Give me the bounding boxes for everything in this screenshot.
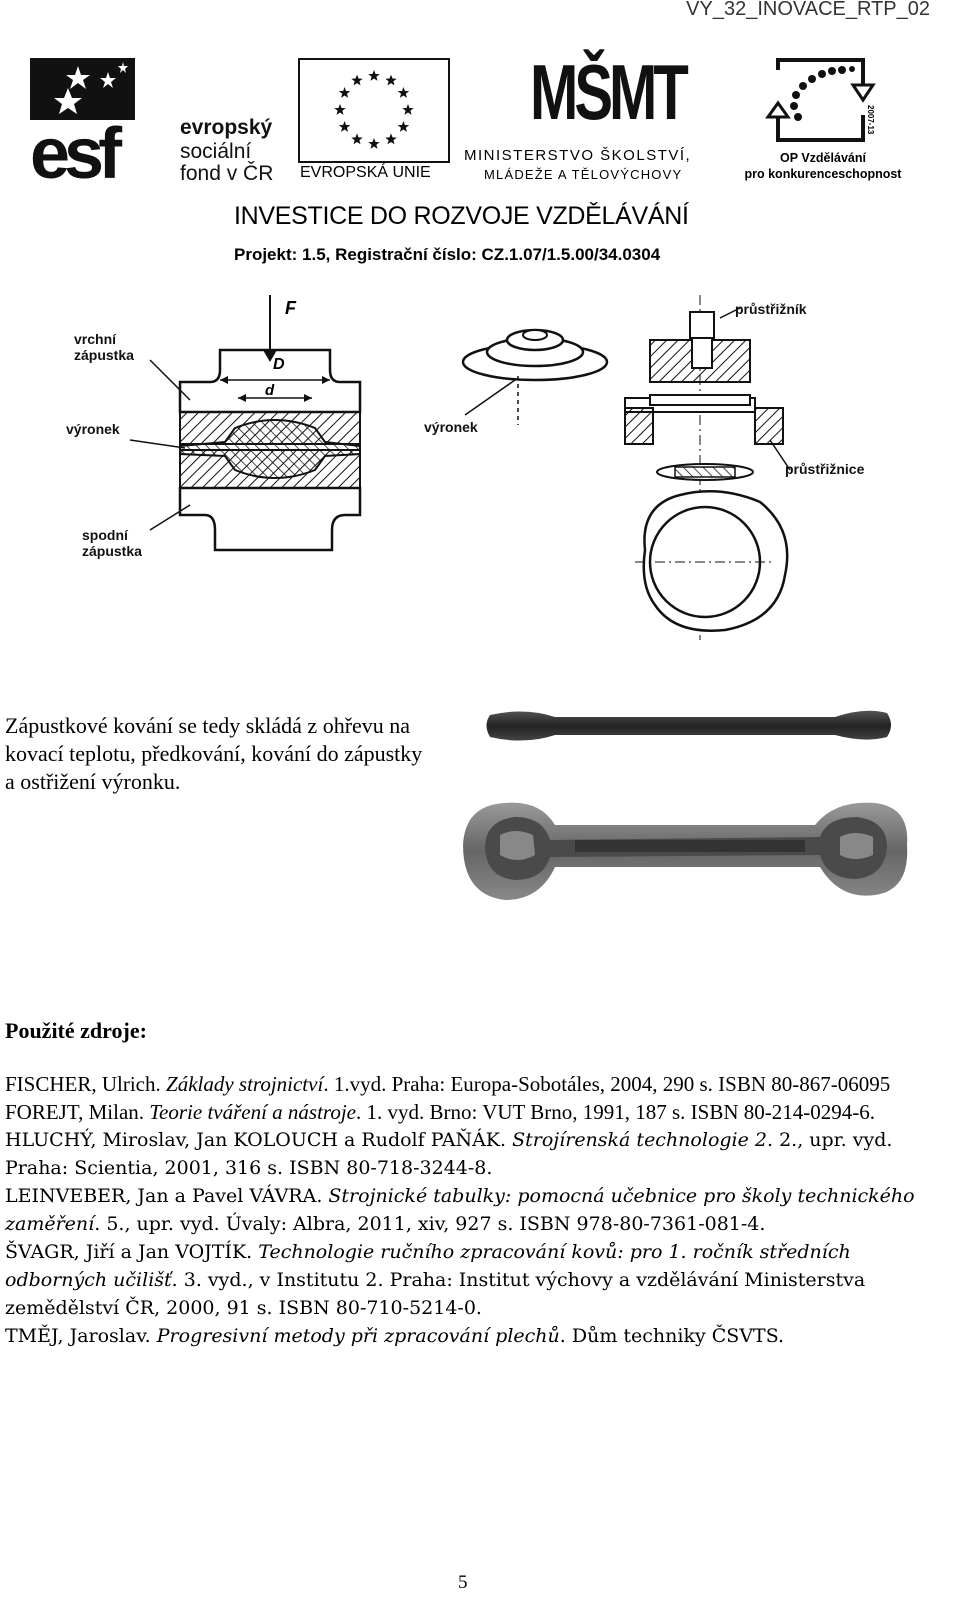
esf-logo-graphic: esf (30, 58, 135, 194)
eu-star-icon (385, 133, 397, 145)
wrench-photo-svg (463, 710, 908, 900)
references-list: FISCHER, Ulrich. Základy strojnictví. 1.… (5, 1070, 940, 1350)
label-trimming-punch: průstřižník (735, 301, 807, 317)
eu-star-icon (351, 74, 363, 86)
op-years: 2007-13 (866, 105, 875, 135)
esf-line-1: evropský (180, 116, 273, 139)
sources-heading: Použité zdroje: (5, 1018, 147, 1043)
forging-diagram-svg (129, 295, 791, 640)
eu-star-icon (402, 104, 414, 115)
esf-logo: esf evropský sociální fond v ČR (30, 58, 300, 194)
eu-star-icon (338, 121, 351, 132)
reference-item: FOREJT, Milan. Teorie tváření a nástroje… (5, 1100, 875, 1124)
dimension-D: D (273, 356, 285, 373)
op-line-1: OP Vzdělávání (780, 151, 866, 165)
esf-line-2: sociální (180, 140, 252, 163)
op-logo-graphic (765, 58, 876, 142)
label-lower-die-1: spodní (82, 527, 128, 543)
label-upper-die-1: vrchní (74, 331, 117, 347)
dimension-d: d (265, 382, 275, 399)
esf-line-3: fond v ČR (180, 162, 274, 185)
msmt-line-2: MLÁDEŽE A TĚLOVÝCHOVY (484, 167, 683, 182)
eu-flag-icon (298, 58, 450, 163)
msmt-logo: MŠMT MINISTERSTVO ŠKOLSTVÍ, MLÁDEŽE A TĚ… (462, 48, 732, 185)
eu-star-icon (338, 87, 351, 98)
project-registration: Projekt: 1.5, Registrační číslo: CZ.1.07… (234, 245, 661, 264)
reference-item: FISCHER, Ulrich. Základy strojnictví. 1.… (5, 1072, 891, 1096)
reference-item: ŠVAGR, Jiří a Jan VOJTÍK. Technologie ru… (5, 1241, 866, 1319)
investice-heading: INVESTICE DO ROZVOJE VZDĚLÁVÁNÍ (234, 202, 689, 230)
label-flash-left: výronek (66, 421, 120, 437)
reference-item: LEINVEBER, Jan a Pavel VÁVRA. Strojnické… (5, 1185, 915, 1235)
eu-star-icon (368, 70, 380, 81)
eu-star-icon (351, 133, 363, 145)
msmt-line-1: MINISTERSTVO ŠKOLSTVÍ, (464, 147, 692, 164)
label-upper-die-2: zápustka (74, 347, 134, 363)
eu-label: EVROPSKÁ UNIE (300, 164, 431, 181)
process-paragraph: Zápustkové kování se tedy skládá z ohřev… (5, 713, 423, 794)
msmt-letters: MŠMT (530, 48, 689, 137)
esf-letters: esf (30, 114, 123, 183)
op-logo: 2007-13 OP Vzdělávání pro konkurencescho… (738, 55, 908, 185)
eu-star-icon (334, 104, 346, 115)
label-lower-die-2: zápustka (82, 543, 142, 559)
label-trimming-die: průstřižnice (785, 461, 865, 477)
reference-item: HLUCHÝ, Miroslav, Jan KOLOUCH a Rudolf P… (5, 1129, 893, 1179)
reference-item: TMĚJ, Jaroslav. Progresivní metody při z… (5, 1325, 785, 1347)
eu-logo: EVROPSKÁ UNIE (298, 58, 453, 186)
op-line-2: pro konkurenceschopnost (744, 167, 902, 181)
label-flash-middle: výronek (424, 419, 478, 435)
eu-star-icon (368, 138, 380, 149)
eu-star-icon (397, 87, 410, 98)
document-code: VY_32_INOVACE_RTP_02 (686, 0, 930, 20)
eu-star-icon (397, 121, 410, 132)
page-number: 5 (458, 1572, 468, 1593)
wrench-photo (455, 695, 915, 925)
forging-diagram: F D d vrchní zápustka výronek spodní záp… (60, 290, 880, 650)
eu-star-icon (385, 74, 397, 86)
force-label: F (285, 298, 296, 318)
